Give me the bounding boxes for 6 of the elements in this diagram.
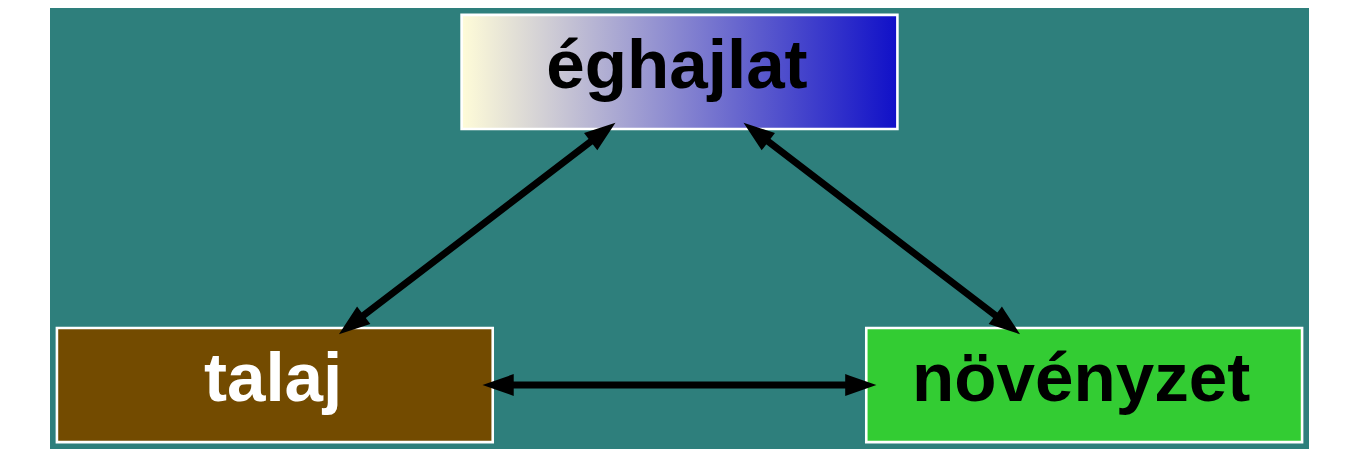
arrow [338, 122, 616, 335]
arrow [743, 122, 1021, 335]
arrow [482, 374, 877, 396]
node-box: éghajlat [460, 13, 899, 131]
node-box: növényzet [864, 326, 1304, 444]
node-box: talaj [55, 326, 495, 444]
